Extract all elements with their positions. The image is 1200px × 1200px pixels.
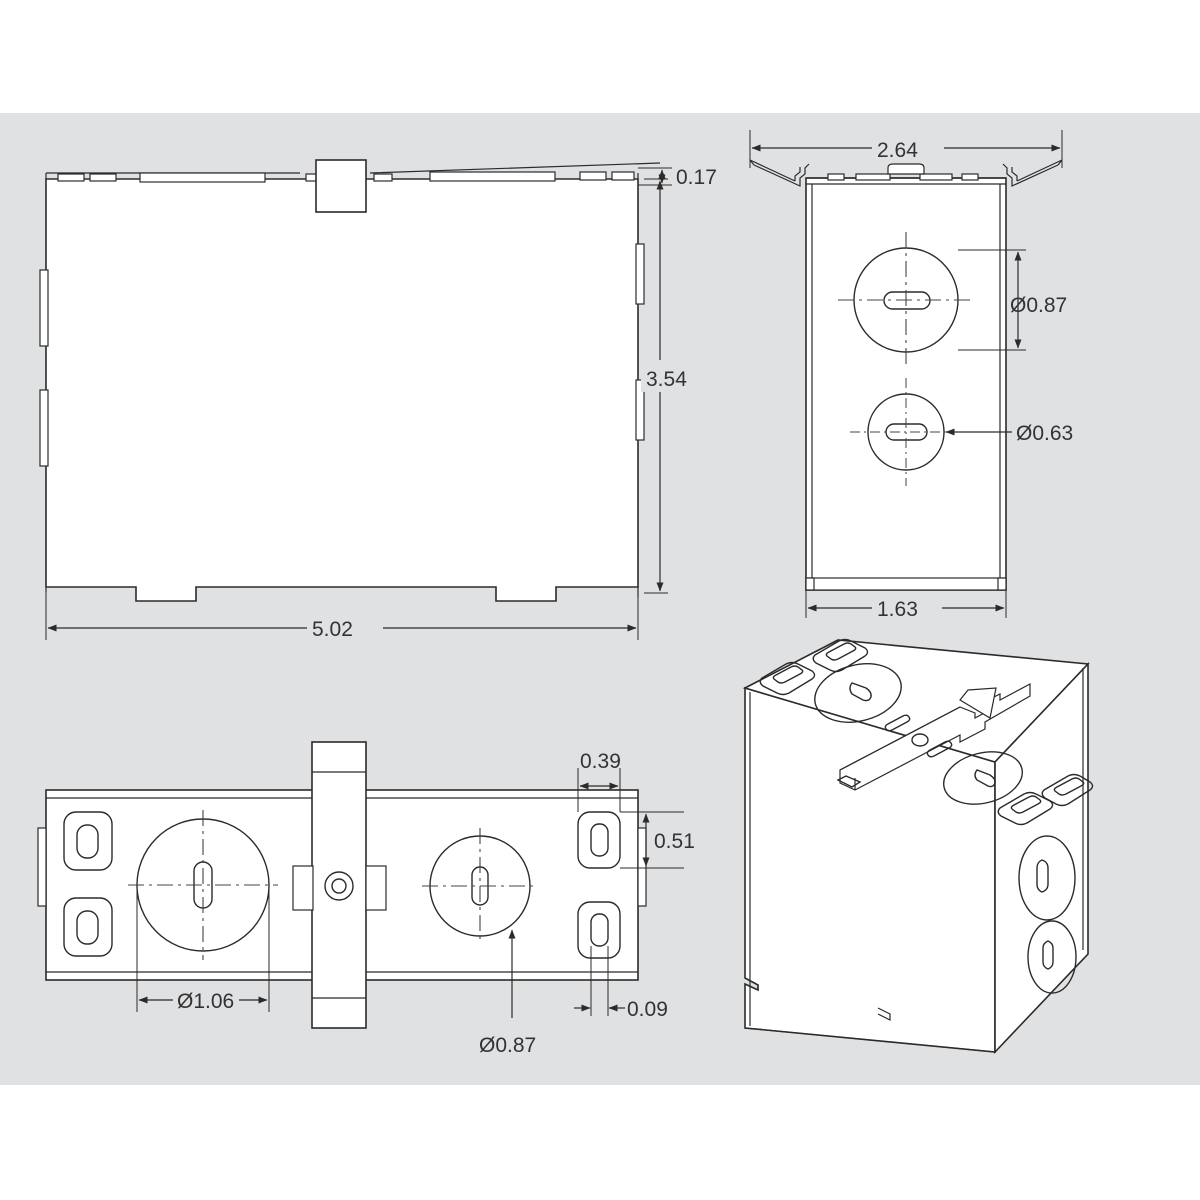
dimension-text-0-39: 0.39 [580,750,621,773]
plan-view: 0.39 0.51 Ø1.06 Ø0.87 0.09 [37,741,695,1057]
front-view: 0.17 3.54 5.02 [39,159,717,642]
dimension-text-0-51: 0.51 [654,830,695,853]
dimension-text-1-63: 1.63 [877,598,918,621]
dimension-text-3-54: 3.54 [646,368,687,391]
dimension-text-dia-0-63: Ø0.63 [1016,422,1073,445]
dimension-text-0-17: 0.17 [676,166,717,189]
dimension-text-5-02: 5.02 [312,618,353,641]
dimension-text-dia-0-87-plan: Ø0.87 [479,1034,536,1057]
isometric-view [742,638,1094,1055]
dimension-text-0-09: 0.09 [627,998,668,1021]
dimension-text-2-64: 2.64 [877,139,918,162]
dimension-text-dia-1-06: Ø1.06 [177,990,234,1013]
side-view: 2.64 Ø0.87 Ø0.63 1.63 [749,130,1073,622]
dimension-text-dia-0-87-side: Ø0.87 [1010,294,1067,317]
